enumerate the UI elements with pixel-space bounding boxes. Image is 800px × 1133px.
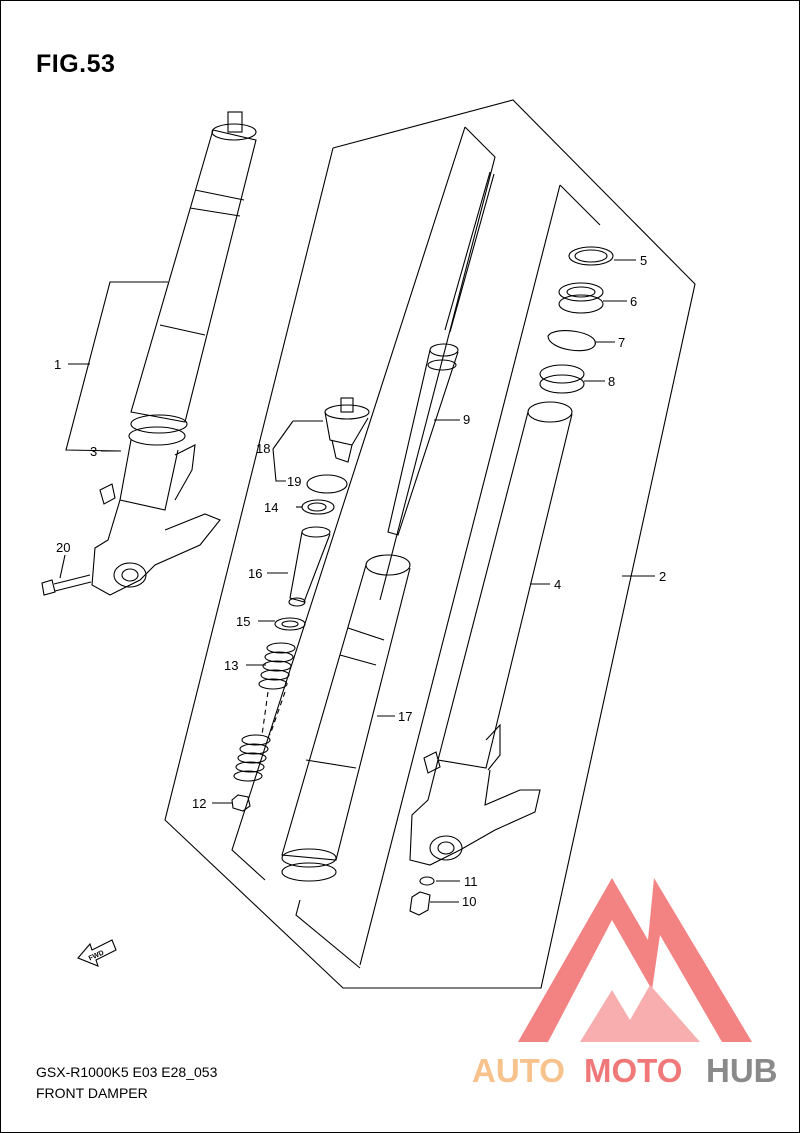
callout-16: 16 — [248, 566, 262, 581]
leader-lines — [59, 259, 655, 903]
part-14-washer — [301, 499, 335, 515]
watermark-logo-icon — [518, 878, 752, 1042]
part-10-bolt — [409, 891, 431, 916]
callout-20: 20 — [56, 540, 70, 555]
part-17-cartridge — [281, 554, 411, 882]
callout-19: 19 — [287, 474, 301, 489]
callout-3: 3 — [90, 444, 97, 459]
callout-11: 11 — [464, 874, 478, 889]
inner-bracket-left — [231, 126, 496, 881]
figure-caption: FRONT DAMPER — [36, 1085, 148, 1101]
model-code: GSX-R1000K5 E03 E28_053 — [36, 1064, 218, 1080]
watermark-moto: MOTO — [584, 1052, 682, 1089]
part-4-inner-tube — [409, 401, 573, 866]
part-7-clip — [547, 330, 596, 352]
callout-1: 1 — [54, 357, 61, 372]
part-5-ring — [568, 246, 614, 266]
callout-8: 8 — [608, 374, 615, 389]
part-6-oil-seal — [558, 282, 604, 314]
part-8-dust-seal — [539, 364, 585, 394]
fwd-arrow-icon: FWD — [77, 939, 117, 967]
callout-13: 13 — [224, 658, 238, 673]
callout-14: 14 — [264, 500, 278, 515]
assembly-outline — [164, 99, 696, 989]
callout-labels: 1 2 3 4 5 6 7 8 9 10 11 12 13 14 15 16 1… — [54, 253, 666, 909]
part-15-washer — [274, 617, 306, 631]
part-9-damper-rod — [387, 171, 495, 536]
callout-9: 9 — [463, 412, 470, 427]
watermark-hub: HUB — [706, 1052, 778, 1089]
part-18-cap — [324, 397, 370, 463]
watermark-auto: AUTO — [472, 1052, 565, 1089]
part-20-bolt — [41, 574, 92, 596]
part-11-washer — [419, 876, 435, 886]
part-1-outer-tube — [128, 111, 257, 446]
callout-5: 5 — [640, 253, 647, 268]
part-16-spacer — [288, 526, 331, 607]
watermark-text: AUTO MOTO HUB — [472, 1052, 778, 1089]
part-19-oring — [306, 474, 348, 494]
callout-7: 7 — [618, 335, 625, 350]
callout-4: 4 — [554, 577, 561, 592]
inner-bracket-right — [295, 184, 601, 969]
figure-title: FIG.53 — [36, 50, 116, 78]
callout-12: 12 — [192, 796, 206, 811]
callout-6: 6 — [630, 294, 637, 309]
part-12-nut — [231, 794, 251, 812]
part-13-spring — [233, 642, 296, 782]
callout-17: 17 — [398, 709, 412, 724]
callout-2: 2 — [659, 569, 666, 584]
callout-10: 10 — [462, 894, 476, 909]
callout-18: 18 — [256, 441, 270, 456]
part-3-axle-bracket — [91, 439, 221, 596]
callout-15: 15 — [236, 614, 250, 629]
